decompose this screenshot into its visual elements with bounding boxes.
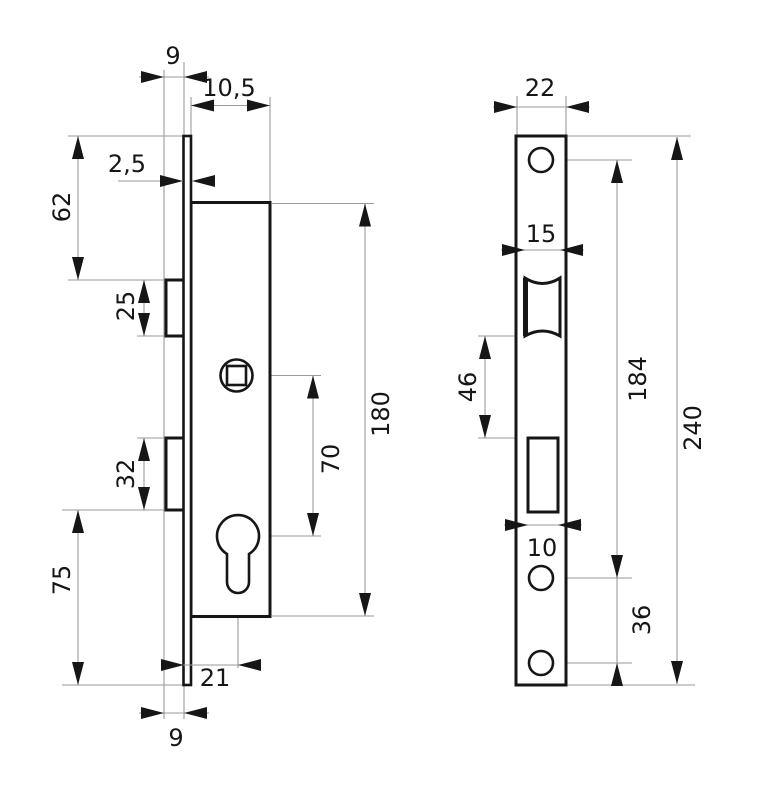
dim-front-plate-height: 240 [671,137,707,684]
dim-side-case-height: 180 [359,203,395,616]
dim-label: 22 [525,74,556,102]
dim-label: 62 [48,192,76,223]
dim-side-roller-height: 25 [112,280,150,336]
spindle-square [225,364,248,387]
dim-label: 46 [454,372,482,403]
dim-label: 9 [168,724,183,752]
dim-label: 10 [527,534,558,562]
dim-side-top-to-roller: 62 [48,136,84,280]
dimensions: 9 10,5 2,5 62 25 32 75 70 [48,42,707,752]
dim-front-plate-width: 22 [493,74,590,113]
screw-hole-bottom [527,649,555,677]
dim-label: 21 [200,664,231,692]
dim-side-case-depth: 10,5 [191,74,270,112]
front-view [514,134,568,687]
dim-front-bolt-width: 10 [504,519,582,562]
screw-hole-top [527,146,555,174]
dim-label: 75 [48,565,76,596]
side-view [164,134,272,687]
dim-label: 25 [112,291,140,322]
dim-side-stickout-top: 9 [139,42,209,83]
deadbolt-front [526,436,560,514]
faceplate-front [514,134,568,687]
dim-label: 36 [628,605,656,636]
dim-side-faceplate-thickness: 2,5 [108,150,215,187]
dim-front-roller-width: 15 [501,220,584,256]
dim-label: 70 [317,444,345,475]
deadbolt-side [164,436,187,512]
dim-label: 2,5 [108,150,146,178]
roller-bolt-front [523,275,562,339]
dim-side-cyl-to-bottom: 75 [48,510,84,685]
dim-label: 15 [526,220,557,248]
dim-side-deadbolt-height: 32 [112,438,150,510]
dim-label: 180 [367,391,395,437]
dim-side-stickout-bottom: 9 [139,707,209,752]
dim-front-hole-span: 184 [611,160,652,578]
dim-label: 240 [679,405,707,451]
dim-label: 10,5 [202,74,255,102]
euro-cylinder-hole [215,513,261,595]
dim-label: 9 [165,42,180,70]
screw-hole-middle [527,564,555,592]
dim-label: 184 [624,356,652,402]
dim-front-hole-span-bottom: 36 [611,578,656,686]
dim-front-roller-to-bolt: 46 [454,336,491,438]
faceplate-edge [182,134,193,687]
roller-bolt-side [164,278,187,338]
dim-side-backset: 21 [161,659,261,692]
dim-label: 32 [112,459,140,490]
dim-side-spindle-to-cyl: 70 [307,375,345,536]
